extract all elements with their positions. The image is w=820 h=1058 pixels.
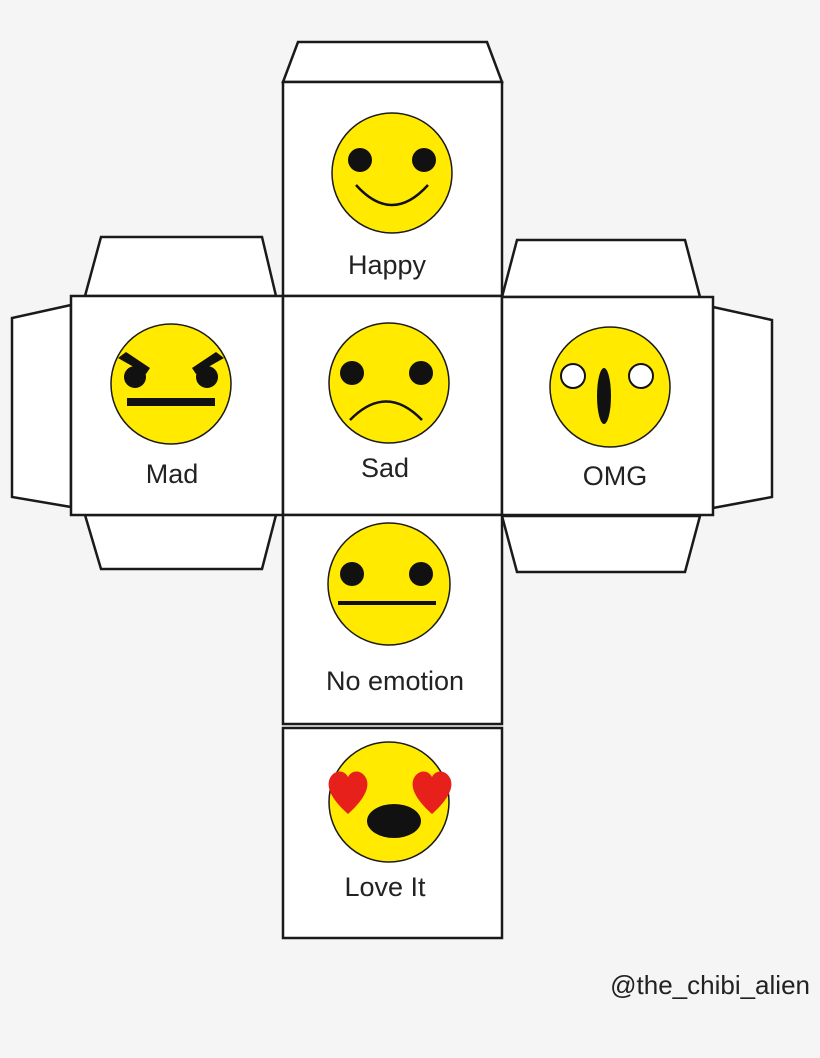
label-mad: Mad — [145, 459, 199, 489]
omg-face-icon — [549, 326, 671, 448]
heart-right-icon — [412, 771, 452, 814]
label-love-it: Love It — [344, 872, 426, 902]
tab-left-lower — [83, 513, 278, 571]
credit-handle: @the_chibi_alien — [610, 970, 810, 1000]
label-sad: Sad — [360, 453, 410, 483]
sad-face-icon — [328, 322, 450, 444]
tab-far-left — [10, 303, 73, 509]
heart-left-icon — [328, 771, 368, 814]
tab-left-upper — [83, 235, 278, 298]
no-emotion-face-icon — [327, 522, 451, 646]
label-omg: OMG — [582, 461, 648, 491]
tab-right-lower — [500, 514, 702, 574]
tab-right-upper — [500, 238, 702, 299]
label-happy: Happy — [347, 250, 427, 280]
tab-far-right — [711, 305, 774, 510]
love-it-face-icon — [328, 741, 452, 863]
happy-face-icon — [331, 112, 453, 234]
tab-top — [281, 40, 504, 84]
mad-face-icon — [110, 323, 232, 445]
label-no-emotion: No emotion — [325, 666, 465, 696]
